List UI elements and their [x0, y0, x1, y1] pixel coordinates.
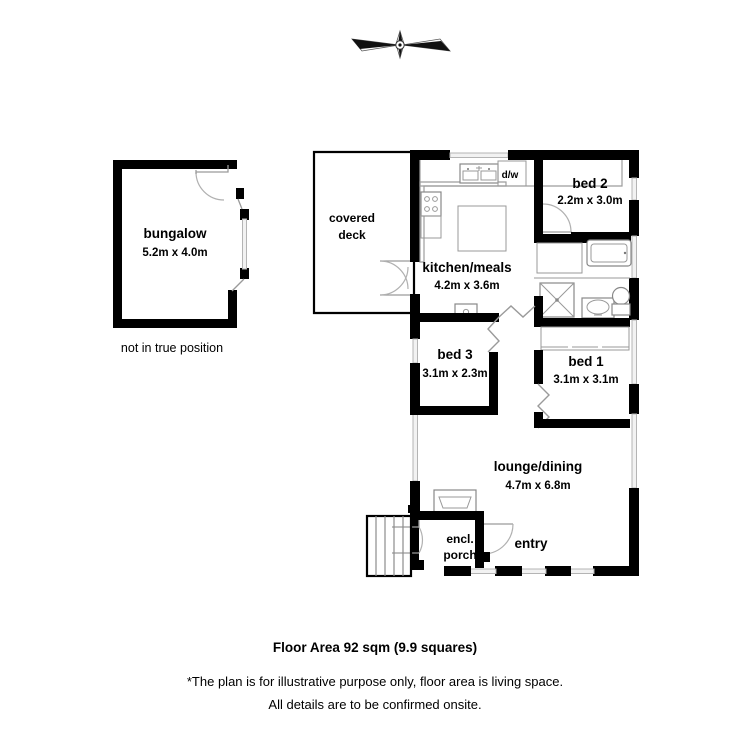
bed2-name: bed 2: [572, 176, 607, 191]
dishwasher-label: d/w: [502, 170, 519, 181]
bungalow-name: bungalow: [144, 226, 207, 241]
bungalow-label: bungalow 5.2m x 4.0m: [142, 226, 207, 259]
compass-rose-icon: [351, 29, 451, 60]
entry-stairs: [365, 514, 413, 578]
bed2-robe: [536, 242, 583, 274]
exterior-wall-bottom: [444, 566, 639, 576]
wall-bed1-west: [534, 350, 543, 428]
wall-bathroom-bed1: [534, 296, 630, 327]
entry-door: [480, 523, 514, 562]
bed2-door: [542, 203, 572, 233]
disclaimer-line-1: *The plan is for illustrative purpose on…: [186, 674, 564, 689]
stove-icon: [420, 191, 442, 217]
kitchen-meals-name: kitchen/meals: [422, 260, 511, 275]
kitchen-sink-icon: [459, 163, 499, 184]
floor-area-text: Floor Area 92 sqm (9.9 squares): [272, 640, 478, 655]
bed1-name: bed 1: [568, 354, 604, 369]
toilet-icon: [611, 286, 631, 316]
lounge-heater-icon: [433, 489, 477, 513]
entry-name: entry: [514, 536, 548, 551]
kitchen-west-wall: [410, 150, 420, 319]
bungalow-position-note: not in true position: [121, 341, 223, 355]
bathroom-fittings: [534, 239, 632, 319]
bed2-dims: 2.2m x 3.0m: [557, 195, 622, 207]
wall-bed1-lounge: [534, 419, 630, 428]
lounge-dining-dims: 4.7m x 6.8m: [505, 480, 570, 492]
covered-deck-name: covered: [329, 211, 375, 225]
room-labels: kitchen/meals 4.2m x 3.6m bed 2 2.2m x 3…: [422, 176, 622, 562]
lounge-dining-name: lounge/dining: [494, 459, 582, 474]
exterior-wall-top: [410, 150, 638, 160]
bed3-dims: 3.1m x 2.3m: [422, 368, 487, 380]
hallway-doors: [487, 305, 536, 353]
encl-porch-name-2: porch: [443, 548, 476, 562]
shower-icon: [539, 282, 575, 318]
kitchen-meals-dims: 4.2m x 3.6m: [434, 280, 499, 292]
bungalow-dims: 5.2m x 4.0m: [142, 247, 207, 259]
wall-bed3: [410, 352, 498, 415]
bathtub-icon: [586, 239, 632, 267]
bed3-name: bed 3: [437, 347, 473, 362]
vanity-basin-icon: [581, 297, 615, 319]
kitchen-island: [457, 205, 507, 252]
kitchen-fittings: d/w: [419, 160, 623, 320]
covered-deck-label: covered deck: [329, 211, 375, 242]
bungalow-outline: [113, 160, 249, 328]
encl-porch-name: encl.: [446, 532, 473, 546]
disclaimer-line-2: All details are to be confirmed onsite.: [268, 696, 482, 712]
exterior-wall-right: [629, 150, 639, 575]
covered-deck-name-2: deck: [338, 228, 366, 242]
bed1-dims: 3.1m x 3.1m: [553, 374, 618, 386]
wall-kitchen-bed2: [534, 150, 543, 234]
footer: Floor Area 92 sqm (9.9 squares) *The pla…: [0, 640, 750, 719]
bed1-robe: [540, 326, 630, 351]
enclosed-porch-walls: [392, 511, 484, 570]
wall-bed2-bathroom: [534, 232, 631, 243]
wall-kitchen-bed3: [410, 313, 499, 322]
